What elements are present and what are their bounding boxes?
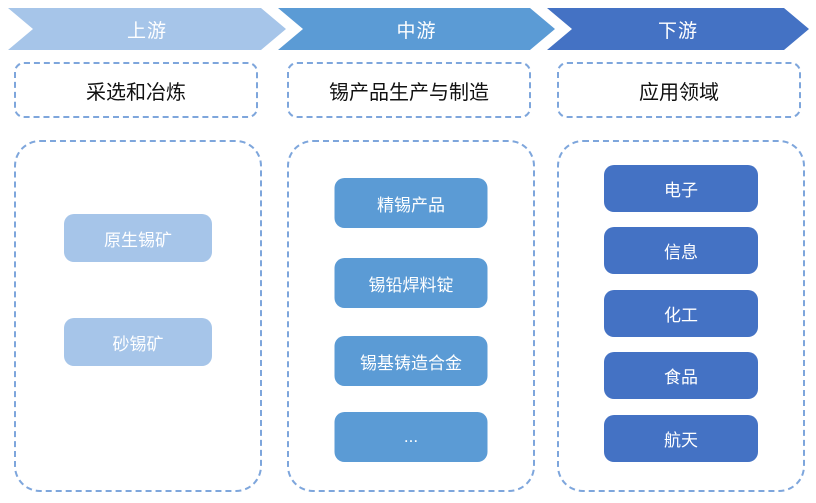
upstream-item-button: 原生锡矿	[64, 214, 212, 262]
downstream-item-button: 航天	[604, 415, 758, 462]
stage-arrow-upstream: 上游	[8, 8, 286, 50]
downstream-item-button: 食品	[604, 352, 758, 399]
item-label: 化工	[664, 306, 698, 325]
item-label: 电子	[664, 181, 698, 200]
item-label: 航天	[664, 431, 698, 450]
downstream-items-container: 电子 信息 化工 食品 航天	[557, 140, 805, 492]
category-label: 锡产品生产与制造	[329, 81, 489, 104]
item-label: 原生锡矿	[104, 230, 172, 250]
midstream-item-button: 锡铅焊料锭	[334, 258, 488, 308]
midstream-item-button: 精锡产品	[334, 178, 488, 228]
category-box-mining-smelting: 采选和冶炼	[14, 62, 258, 118]
stage-label-downstream: 下游	[657, 20, 698, 42]
category-label: 采选和冶炼	[86, 81, 186, 104]
item-label: 锡铅焊料锭	[368, 275, 454, 295]
midstream-items-container: 精锡产品 锡铅焊料锭 锡基铸造合金 ...	[287, 140, 535, 492]
stage-arrow-downstream: 下游	[547, 8, 809, 50]
item-label: 食品	[664, 368, 698, 387]
category-label: 应用领域	[639, 81, 719, 104]
upstream-items-container: 原生锡矿 砂锡矿	[14, 140, 262, 492]
item-label: ...	[403, 427, 419, 446]
category-box-application-fields: 应用领域	[557, 62, 801, 118]
item-label: 精锡产品	[377, 195, 445, 215]
midstream-item-button-more: ...	[334, 412, 488, 462]
upstream-item-button: 砂锡矿	[64, 318, 212, 366]
stage-label-upstream: 上游	[126, 20, 167, 42]
downstream-item-button: 电子	[604, 165, 758, 212]
midstream-item-button: 锡基铸造合金	[334, 336, 488, 386]
stage-arrow-midstream: 中游	[278, 8, 555, 50]
downstream-item-button: 化工	[604, 290, 758, 337]
downstream-item-button: 信息	[604, 227, 758, 274]
category-box-production-manufacturing: 锡产品生产与制造	[287, 62, 531, 118]
item-label: 信息	[664, 243, 698, 262]
stage-label-midstream: 中游	[396, 20, 437, 42]
item-label: 锡基铸造合金	[360, 353, 462, 373]
item-label: 砂锡矿	[112, 334, 164, 354]
